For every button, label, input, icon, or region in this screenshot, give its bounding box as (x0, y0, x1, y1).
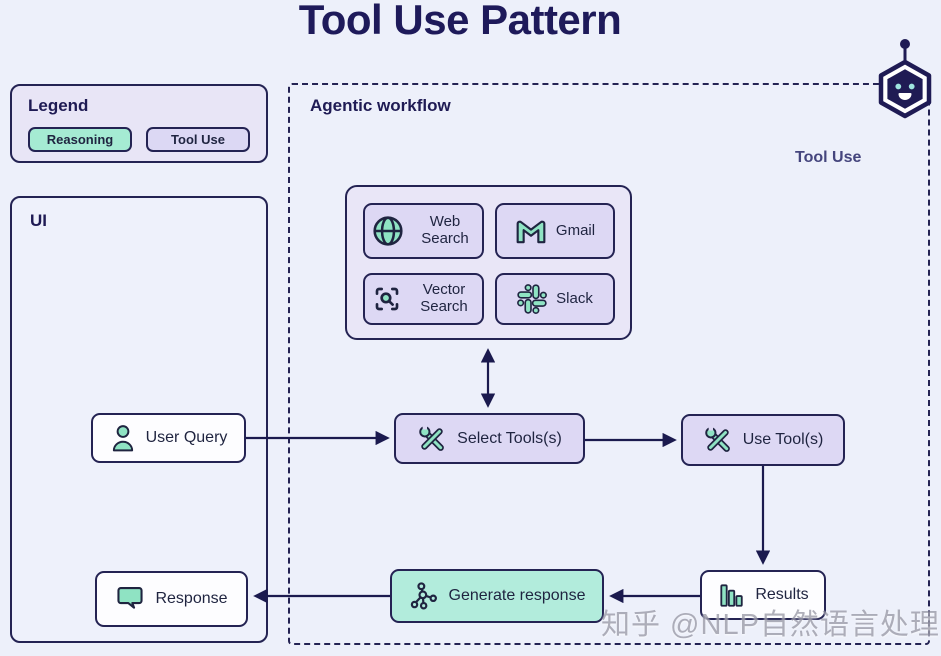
legend-items: Reasoning Tool Use (28, 127, 250, 152)
select-tools-node: Select Tools(s) (394, 413, 585, 464)
tools-icon (417, 424, 447, 454)
node-label: User Query (145, 429, 228, 446)
graph-icon (409, 581, 439, 611)
use-tools-node: Use Tool(s) (681, 414, 845, 466)
response-node: Response (95, 571, 248, 627)
user-query-node: User Query (91, 413, 246, 463)
tools-icon (703, 425, 733, 455)
page-title: Tool Use Pattern (298, 0, 622, 43)
node-label: Use Tool(s) (742, 431, 824, 448)
legend-panel: Legend Reasoning Tool Use (10, 84, 268, 163)
tool-tile-vector-search: Vector Search (363, 273, 484, 325)
globe-icon (371, 214, 405, 248)
user-icon (110, 424, 136, 452)
tool-tile-web-search: Web Search (363, 203, 484, 259)
node-label: Generate response (448, 587, 586, 604)
tool-label: Web Search (421, 213, 469, 247)
node-label: Response (155, 590, 228, 607)
tools-panel: Web Search Gmail Vector Sea (345, 185, 632, 340)
tool-tile-gmail: Gmail (495, 203, 615, 259)
tool-tile-slack: Slack (495, 273, 615, 325)
legend-title: Legend (28, 96, 89, 115)
tool-use-label: Tool Use (795, 149, 862, 166)
agentic-workflow-title: Agentic workflow (310, 96, 451, 115)
gmail-icon (515, 218, 547, 245)
node-label: Select Tools(s) (457, 429, 562, 447)
results-node: Results (700, 570, 826, 620)
robot-icon (877, 36, 933, 125)
generate-response-node: Generate response (390, 569, 604, 623)
legend-item-reasoning: Reasoning (28, 127, 132, 152)
watermark: 知乎 @NLP自然语言处理 (601, 609, 940, 641)
tool-label: Slack (556, 289, 593, 307)
tool-label: Gmail (555, 221, 596, 239)
scan-search-icon (371, 283, 403, 315)
tool-label: Vector Search (420, 281, 468, 315)
ui-panel-title: UI (30, 211, 47, 230)
bar-chart-icon (717, 581, 745, 609)
agentic-workflow-panel: Agentic workflow (288, 83, 930, 645)
chat-bubble-icon (115, 586, 145, 612)
slack-icon (517, 284, 548, 314)
node-label: Results (755, 586, 809, 603)
legend-item-tool-use: Tool Use (146, 127, 250, 152)
